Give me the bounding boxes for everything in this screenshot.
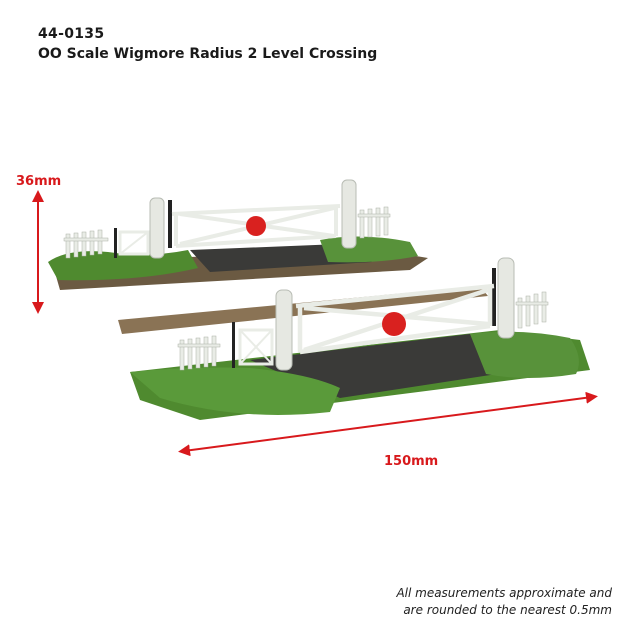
measurement-note-line-1: All measurements approximate and (396, 586, 612, 600)
product-title: OO Scale Wigmore Radius 2 Level Crossing (38, 46, 378, 62)
rear-crossing-model (48, 179, 428, 290)
product-code: 44-0135 (38, 26, 105, 42)
measurement-note-line-2: are rounded to the nearest 0.5mm (403, 603, 612, 617)
front-crossing-model (130, 257, 590, 420)
height-dimension-label: 36mm (16, 174, 62, 189)
measurement-note: All measurements approximate and are rou… (372, 585, 612, 619)
width-dimension-arrow (178, 391, 598, 457)
width-dimension-label: 150mm (384, 454, 439, 469)
